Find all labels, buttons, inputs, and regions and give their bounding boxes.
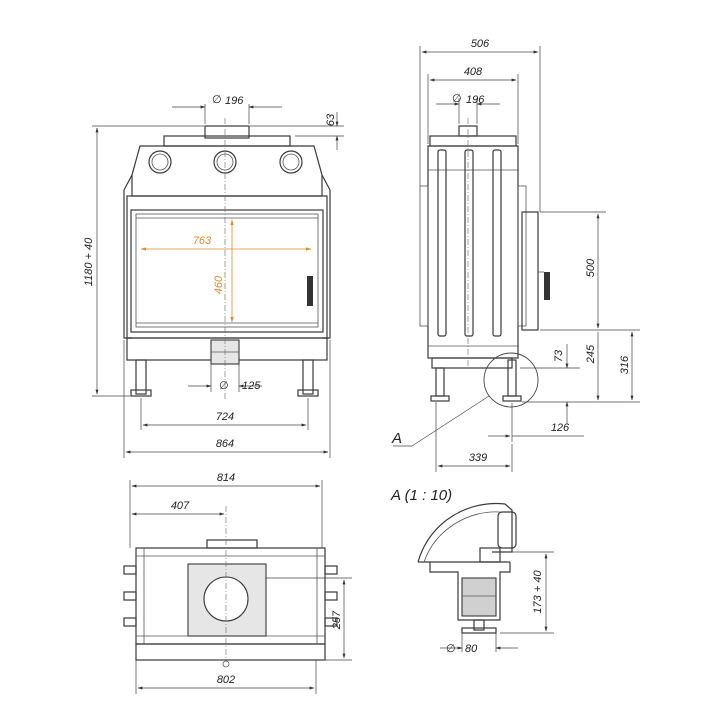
front-flue-diameter: 196 xyxy=(225,95,244,107)
glass-height-label: 460 xyxy=(213,275,225,294)
detail-leg-height: 173 + 40 xyxy=(532,570,544,614)
door-frame xyxy=(130,209,324,333)
front-total-height: 1180 + 40 xyxy=(83,237,95,286)
diameter-symbol: ∅ xyxy=(446,643,456,655)
detail-hood xyxy=(417,502,513,563)
side-flue-diameter: 196 xyxy=(466,94,485,106)
front-total-width: 864 xyxy=(216,438,234,450)
detail-a-marker xyxy=(483,352,539,408)
side-floor-to-door-frame: 316 xyxy=(619,355,631,374)
top-flue-offset: 407 xyxy=(171,500,190,512)
flue-collar xyxy=(204,125,250,139)
leg-right xyxy=(302,359,314,395)
top-flue-collar xyxy=(206,539,258,549)
front-air-inlet-diameter: 125 xyxy=(242,380,261,392)
side-floor-to-door: 245 xyxy=(585,344,597,364)
leg-left xyxy=(135,359,147,395)
front-leg-spacing: 724 xyxy=(216,411,234,423)
glass-panel xyxy=(135,213,319,328)
door-handle xyxy=(307,276,313,306)
detail-a-callout: A xyxy=(391,430,402,447)
convection-outlet-right xyxy=(279,150,303,174)
diameter-symbol: ∅ xyxy=(219,380,229,392)
side-total-depth: 506 xyxy=(471,38,490,50)
detail-title: A (1 : 10) xyxy=(390,487,452,504)
top-view: 814 407 257 802 xyxy=(123,472,352,694)
front-top-offset: 63 xyxy=(325,113,337,126)
detail-leg-block xyxy=(461,577,497,617)
top-width-rear: 802 xyxy=(217,674,235,686)
side-front-to-leg: 339 xyxy=(469,452,487,464)
front-view: 763 460 ∅ 196 63 1180 + 40 ∅ xyxy=(83,94,344,458)
top-depth: 257 xyxy=(331,610,343,630)
diameter-symbol: ∅ xyxy=(212,94,222,106)
detail-foot-diameter: 80 xyxy=(465,643,478,655)
side-leg-offset: 73 xyxy=(553,349,565,362)
side-handle xyxy=(544,272,550,300)
convection-outlet-left xyxy=(148,150,172,174)
top-width-front: 814 xyxy=(217,472,235,484)
side-leg-distance: 126 xyxy=(551,422,570,434)
glass-width-label: 763 xyxy=(193,235,212,247)
side-body-depth: 408 xyxy=(464,66,483,78)
detail-view: A (1 : 10) 173 + 40 ∅ 80 xyxy=(390,487,554,655)
side-view: A 506 408 ∅ 196 500 73 245 316 xyxy=(391,38,640,472)
side-door-frame xyxy=(521,211,539,331)
side-door-height: 500 xyxy=(585,258,597,277)
diameter-symbol: ∅ xyxy=(452,93,462,105)
upper-body xyxy=(131,145,323,197)
